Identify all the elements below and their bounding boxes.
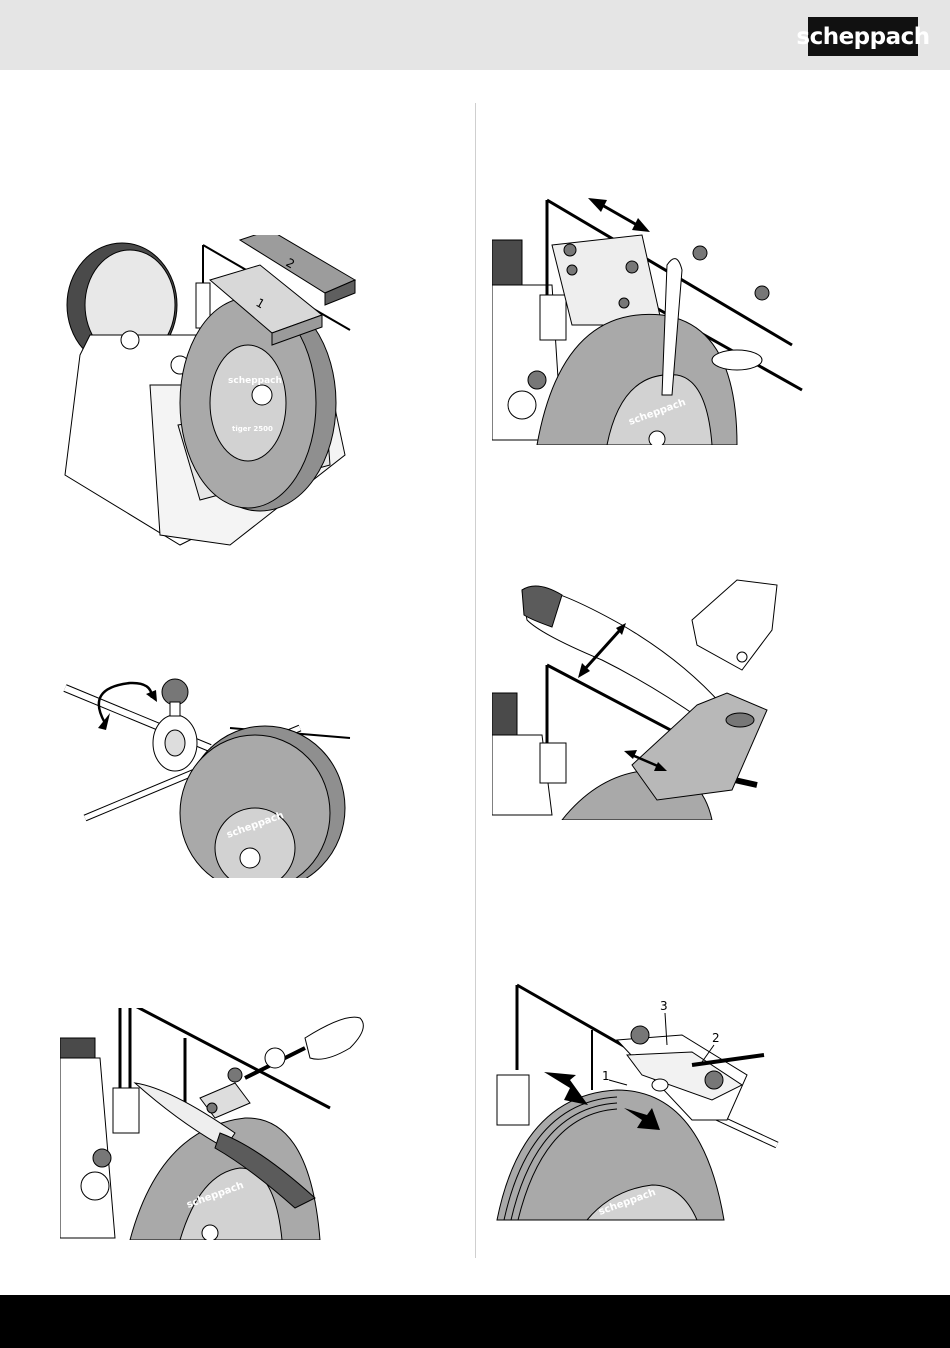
figure-axe-jig bbox=[492, 575, 792, 820]
figure-wheel-assembly: scheppach tiger 2500 1 2 bbox=[60, 235, 360, 555]
footer-band bbox=[0, 1295, 950, 1348]
figure-knife-guide: scheppach bbox=[492, 195, 812, 445]
callout-3: 3 bbox=[660, 999, 668, 1013]
wheel-brand-label: scheppach bbox=[228, 376, 282, 386]
figure-rotating-rod: scheppach bbox=[60, 668, 360, 878]
wheel-model-label: tiger 2500 bbox=[232, 425, 273, 433]
figure-knife-jig: scheppach bbox=[60, 1008, 380, 1240]
column-divider bbox=[475, 103, 476, 1258]
callout-1: 1 bbox=[602, 1069, 610, 1083]
figure-dressing-tool: scheppach 1 2 3 bbox=[492, 980, 792, 1225]
callout-2: 2 bbox=[712, 1031, 720, 1045]
brand-logo: scheppach bbox=[808, 17, 918, 56]
